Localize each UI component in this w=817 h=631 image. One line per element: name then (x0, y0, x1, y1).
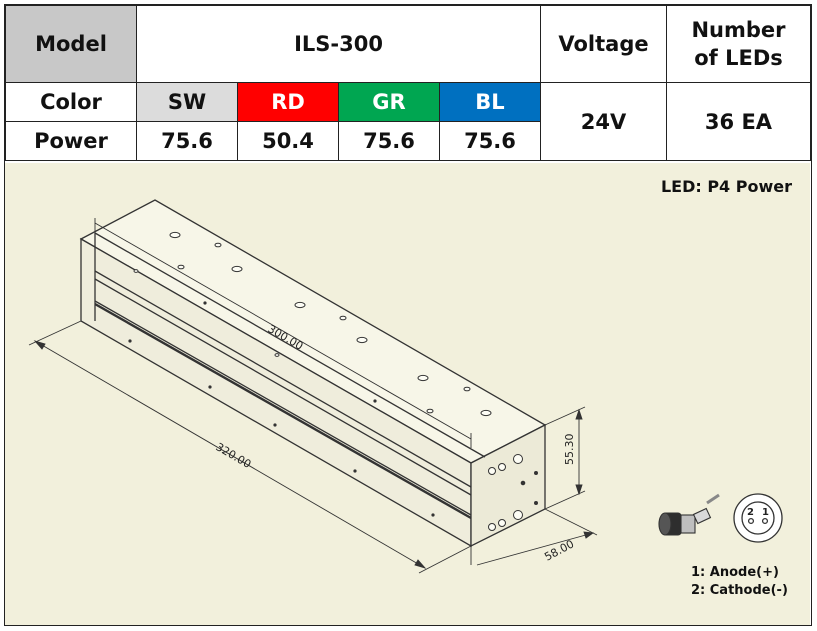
top-edge-line (94, 232, 486, 458)
end-hole (513, 454, 523, 464)
model-value: ILS-300 (136, 5, 541, 83)
dim-arrow (583, 531, 595, 539)
top-hole (480, 409, 492, 417)
top-hole (417, 374, 429, 382)
dim-55 (544, 406, 586, 510)
end-hole (498, 463, 506, 471)
pin-legend-cathode: 2: Cathode(-) (691, 583, 788, 598)
pin-number-2: 2 (747, 507, 754, 518)
dim-arrow (414, 559, 427, 569)
dim-label-55: 55.30 (563, 434, 576, 466)
led-window-line (94, 302, 472, 520)
screw-dot (203, 301, 207, 305)
dim-ext-line (544, 490, 586, 510)
end-screw (520, 480, 526, 486)
color-sw: SW (136, 82, 238, 122)
pin-hole-1 (761, 517, 769, 525)
front-rail-2 (94, 278, 472, 496)
technical-drawing: 300.00 320.00 55.30 (5, 163, 810, 625)
top-hole (169, 231, 181, 239)
leds-label: Number of LEDs (666, 5, 811, 83)
end-screw (534, 501, 538, 505)
top-hole (294, 301, 306, 309)
dim-arrow (575, 484, 583, 496)
top-hole (274, 353, 280, 357)
dim-line-320 (34, 340, 426, 569)
dim-ext-line (28, 320, 82, 346)
dim-label-58: 58.00 (542, 537, 576, 563)
color-label: Color (5, 82, 137, 122)
voltage-label: Voltage (540, 5, 667, 83)
dim-line-300 (94, 222, 472, 440)
end-face-details (488, 454, 538, 531)
power-sw: 75.6 (136, 121, 238, 161)
dim-arrow (33, 340, 46, 350)
front-rail-1 (94, 270, 472, 488)
end-hole (488, 523, 496, 531)
pin-legend-anode: 1: Anode(+) (691, 565, 779, 580)
top-hole (133, 269, 139, 273)
plug-face (658, 512, 672, 536)
top-hole (231, 265, 243, 273)
led-note: LED: P4 Power (660, 177, 792, 196)
isometric-drawing-svg: 300.00 320.00 55.30 (28, 199, 783, 574)
dim-line-58 (476, 532, 594, 566)
dim-label-320: 320.00 (213, 440, 253, 471)
dim-320 (28, 320, 472, 574)
end-hole (488, 467, 496, 475)
front-screws (128, 301, 435, 517)
top-holes (133, 231, 492, 417)
plug-cable (706, 493, 720, 505)
screw-dot (373, 399, 377, 403)
dim-ext-line (544, 508, 598, 536)
screw-dot (128, 339, 132, 343)
top-hole (356, 336, 368, 344)
plug-collar (680, 514, 696, 534)
voltage-value: 24V (540, 82, 667, 161)
leds-value: 36 EA (666, 82, 811, 161)
screw-dot (431, 513, 435, 517)
screw-dot (208, 385, 212, 389)
connector-pin-face-icon (733, 493, 783, 543)
leds-label-line2: of LEDs (694, 46, 783, 70)
color-rd: RD (237, 82, 339, 122)
spec-sheet: Model ILS-300 Voltage Number of LEDs Col… (4, 4, 812, 626)
dim-58 (470, 508, 598, 566)
top-hole (426, 408, 434, 414)
connector-plug-icon (658, 493, 720, 536)
spec-table: Model ILS-300 Voltage Number of LEDs Col… (5, 5, 811, 161)
power-label: Power (5, 121, 137, 161)
pin-hole-2 (747, 517, 755, 525)
end-screw (534, 471, 538, 475)
model-label: Model (5, 5, 137, 83)
screw-dot (273, 423, 277, 427)
leds-label-line1: Number (691, 18, 786, 42)
dim-ext-line (544, 406, 586, 426)
screw-dot (353, 469, 357, 473)
front-rail-3 (94, 300, 472, 516)
housing-outline (79, 199, 547, 548)
pin-face-inner (741, 501, 775, 535)
pin-number-1: 1 (762, 507, 769, 518)
top-hole (214, 242, 222, 248)
top-hole (339, 315, 347, 321)
dim-arrow (575, 408, 583, 420)
dim-ext-line (418, 545, 472, 574)
end-hole (498, 519, 506, 527)
power-gr: 75.6 (338, 121, 440, 161)
dim-300 (94, 218, 472, 448)
color-gr: GR (338, 82, 440, 122)
power-rd: 50.4 (237, 121, 339, 161)
plug-tail (692, 507, 712, 525)
end-hole (513, 510, 523, 520)
top-hole (177, 264, 185, 270)
power-bl: 75.6 (439, 121, 541, 161)
top-hole (463, 386, 471, 392)
color-bl: BL (439, 82, 541, 122)
